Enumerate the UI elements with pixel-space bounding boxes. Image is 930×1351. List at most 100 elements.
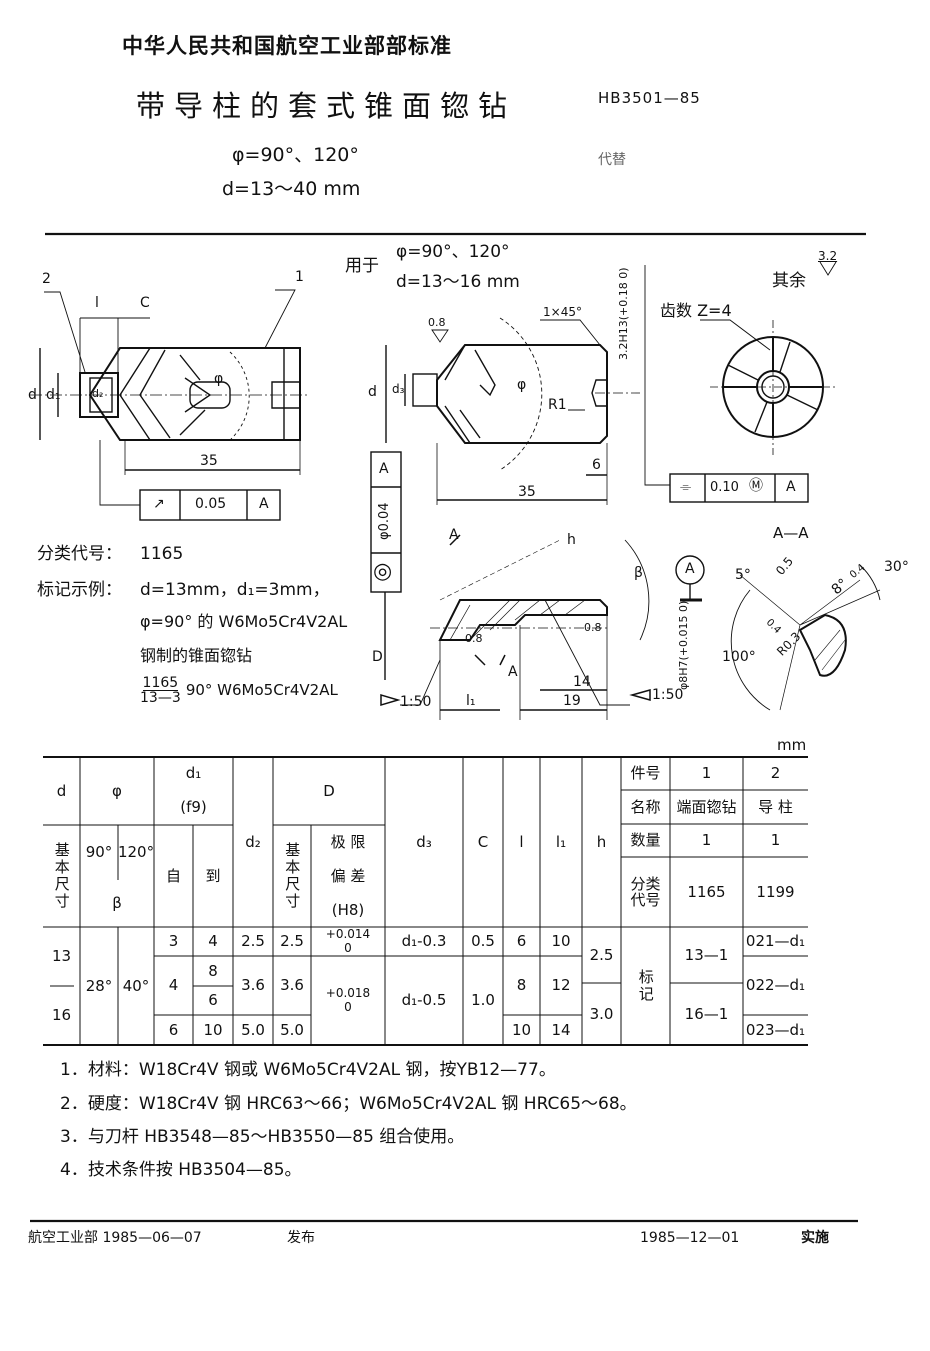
- table-cell-text: 40°: [122, 976, 150, 995]
- table-cell-text: 1165: [687, 882, 726, 901]
- table-cell: h: [582, 757, 621, 927]
- cutter-dim-phi: φ: [517, 377, 527, 393]
- angle-100: 100°: [722, 649, 756, 665]
- table-cell-text: D: [323, 781, 335, 800]
- table-cell: 分类代号: [621, 857, 670, 927]
- table-cell: 10: [503, 1015, 540, 1045]
- footer-issued: 发布: [287, 1230, 315, 1246]
- table-cell-text: 基本尺寸: [283, 842, 302, 910]
- guide-view: [380, 534, 705, 720]
- dim-h: h: [567, 532, 576, 548]
- classification-label: 分类代号：: [37, 544, 122, 564]
- face-roughness: 0.8: [428, 316, 446, 329]
- table-cell: d₁-0.3: [385, 927, 463, 956]
- note-2: 2．硬度：W18Cr4V 钢 HRC63～66；W6Mo5Cr4V2AL 钢 H…: [60, 1094, 637, 1114]
- table-cell: 4: [154, 956, 193, 1015]
- table-cell-text: 导 柱: [758, 797, 793, 816]
- table-cell-text: 12: [551, 976, 571, 995]
- symmetry-datum: A: [786, 479, 796, 495]
- dim-length: 35: [200, 453, 218, 469]
- table-cell-text: 1.0: [471, 991, 495, 1010]
- roughness-bore: 0.8: [465, 632, 483, 645]
- table-cell-text: 3: [168, 932, 179, 951]
- table-cell-text: d₃: [416, 832, 432, 851]
- table-cell-text: 5.0: [280, 1020, 304, 1039]
- table-cell: (f9): [154, 790, 233, 825]
- angle-spec: φ=90°、120°: [232, 144, 359, 166]
- teeth-count: 齿数 Z=4: [660, 301, 732, 320]
- table-cell-text: 端面锪钻: [676, 797, 737, 816]
- table-cell-text: 90°: [85, 843, 113, 862]
- table-cell-text: d₁: [185, 764, 202, 783]
- coaxiality-symbol: ◎: [373, 559, 393, 584]
- table-cell: 3: [154, 927, 193, 956]
- coaxiality-frame: [370, 451, 402, 680]
- table-cell: 28°: [80, 927, 118, 1045]
- footer-issuer: 航空工业部 1985—06—07: [28, 1230, 202, 1246]
- note-4: 4．技术条件按 HB3504—85。: [60, 1160, 302, 1180]
- section-title: A—A: [773, 524, 809, 542]
- table-cell-text: 2: [770, 764, 781, 783]
- table-cell-text: 0.5: [471, 932, 495, 951]
- marking-frac-top: 1165: [142, 675, 179, 691]
- table-cell: 到: [193, 825, 233, 927]
- table-cell-text: 3.6: [280, 976, 304, 995]
- table-cell-text: +0.018 0: [325, 986, 371, 1014]
- runout-symbol: ↗: [153, 496, 165, 512]
- symmetry-value: 0.10: [710, 480, 739, 495]
- footer-effective-date: 1985—12—01: [640, 1230, 740, 1246]
- table-cell: 8: [193, 956, 233, 986]
- table-cell: 6: [154, 1015, 193, 1045]
- table-cell: 1: [743, 824, 808, 857]
- cutter-view: [385, 261, 837, 505]
- other-roughness-label: 其余: [772, 271, 806, 291]
- table-cell-text: 6: [208, 991, 218, 1010]
- table-grid: [43, 756, 808, 1046]
- table-cell: 90°: [80, 825, 118, 880]
- table-cell-text: 1199: [756, 882, 795, 901]
- angle-30: 30°: [884, 559, 909, 575]
- table-cell: d₃: [385, 757, 463, 927]
- table-cell: 极 限: [311, 825, 385, 860]
- applies-diameter: d=13～16 mm: [396, 272, 520, 292]
- table-cell: d₁-0.5: [385, 956, 463, 1045]
- cutter-dim-d: d: [368, 384, 377, 400]
- table-cell-text: 10: [511, 1020, 532, 1039]
- table-cell: 导 柱: [743, 790, 808, 824]
- table-cell: 数量: [621, 824, 670, 857]
- table-cell: 2: [743, 757, 808, 790]
- table-unit: mm: [777, 736, 807, 754]
- table-cell-text: 2.5: [280, 932, 304, 951]
- marking-line-2: φ=90° 的 W6Mo5Cr4V2AL: [140, 612, 348, 631]
- table-cell-text: 4: [168, 976, 179, 995]
- table-cell-text: 数量: [630, 831, 661, 850]
- table-cell-text: l₁: [555, 832, 567, 851]
- dim-d2: d₂: [92, 387, 104, 400]
- table-cell-text: 分类代号: [630, 874, 661, 909]
- table-cell-text: d₂: [245, 832, 261, 851]
- applies-angle: φ=90°、120°: [396, 242, 510, 262]
- table-cell: 1165: [670, 857, 743, 927]
- table-cell-text: 标记: [636, 969, 655, 1003]
- table-cell: 1: [670, 824, 743, 857]
- table-cell: 端面锪钻: [670, 790, 743, 824]
- issuing-authority: 中华人民共和国航空工业部部标准: [122, 34, 452, 58]
- classification-code: 1165: [140, 544, 184, 564]
- cutter-dim-d3: d₃: [392, 382, 405, 396]
- table-cell: 022—d₁: [743, 956, 808, 1015]
- table-cell-text: 1: [770, 831, 781, 850]
- table-cell: 14: [540, 1015, 582, 1045]
- replaces-label: 代替: [598, 152, 626, 168]
- dim-19: 19: [563, 693, 581, 709]
- taper-left: 1:50: [400, 694, 432, 710]
- table-cell-text: 5.0: [241, 1020, 265, 1039]
- table-cell: φ: [80, 757, 154, 825]
- datum-a: A: [685, 561, 695, 577]
- table-cell: l: [503, 757, 540, 927]
- slot-width-dim: 3.2H13(+0.18 0): [617, 267, 630, 360]
- dim-l1: l₁: [466, 693, 476, 709]
- table-cell-text: l: [519, 832, 524, 851]
- bore-fit: φ8H7(+0.015 0): [677, 600, 690, 690]
- table-cell: 5.0: [273, 1015, 311, 1045]
